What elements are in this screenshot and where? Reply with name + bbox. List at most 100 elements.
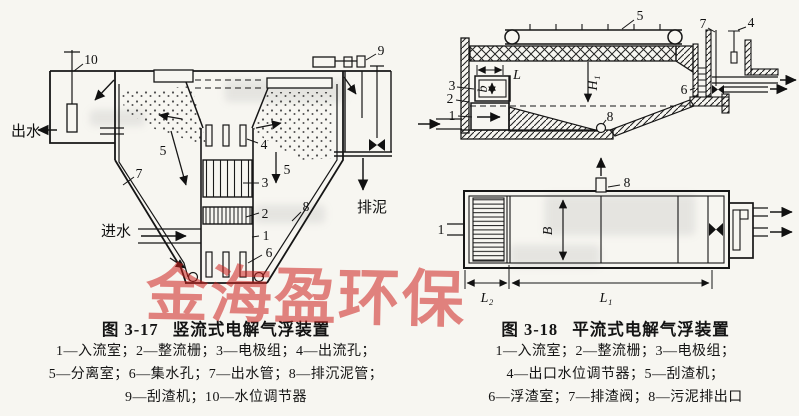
- label-outlet-water: 出水: [11, 123, 41, 140]
- leader-5: [621, 19, 635, 30]
- dim-L: L: [512, 68, 521, 83]
- outlet-stub-upper: [753, 207, 768, 217]
- dim-ticks: [476, 65, 504, 75]
- leader-9: [365, 53, 377, 61]
- part-5: 5: [637, 8, 644, 23]
- skimmer-motor: [312, 56, 336, 68]
- inlet-pipe: [138, 228, 201, 244]
- fig317-vertical-flow-diagram: 出水 进水 排泥 10 9 5 5 7 8 4 3 2 1 6: [11, 43, 392, 284]
- plan-valve-icon: [716, 223, 723, 236]
- outlet-pipe-lower: [724, 86, 768, 93]
- leader-lines: [122, 138, 302, 264]
- outlet-box: [728, 202, 754, 259]
- fig317-legend-line: 1—入流室；2—整流栅；3—电极组；4—出流孔；: [56, 344, 376, 359]
- dim-B: B: [541, 226, 556, 235]
- label-inlet-water: 进水: [101, 223, 131, 240]
- scum-trough-left: [153, 69, 194, 83]
- collector-pipe-port: [187, 271, 199, 283]
- water-level-dashed: [195, 79, 265, 89]
- tank-left-wall: [460, 37, 470, 134]
- outlet-box-weir: [732, 209, 741, 251]
- dim-L2: L₂: [480, 291, 494, 306]
- part-2: 2: [447, 91, 454, 106]
- fig318-caption-name: 平流式电解气浮装置: [572, 320, 730, 339]
- skimmer-part: [343, 56, 353, 68]
- part-6: 6: [681, 82, 688, 97]
- water-collection-hole: [239, 251, 247, 278]
- electrode-stack: [202, 159, 253, 198]
- sloped-deflector: [508, 106, 600, 132]
- part-5: 5: [160, 143, 167, 158]
- level-regulator-stem: [728, 30, 740, 52]
- outlet-box: [49, 71, 115, 144]
- flow-arrow: [158, 112, 183, 122]
- part-4: 4: [261, 137, 268, 152]
- fig318-legend-line: 1—入流室；2—整流栅；3—电极组；: [495, 344, 736, 359]
- collector-pipe-port: [253, 271, 265, 283]
- leader-10: [73, 63, 84, 72]
- scum-chamber-wall: [705, 29, 712, 97]
- electrode-box-inner: [478, 79, 507, 98]
- plan-inlet-stub: [447, 223, 464, 236]
- scum-trough-right: [266, 77, 333, 89]
- watermark-text: 金海盈环保: [145, 260, 467, 336]
- part-1: 1: [438, 222, 445, 237]
- valve-stem-top: [370, 65, 384, 74]
- part-8: 8: [303, 199, 310, 214]
- part-8: 8: [607, 109, 614, 124]
- part-6: 6: [266, 245, 273, 260]
- plan-valve-icon: [709, 223, 716, 236]
- part-1: 1: [449, 108, 456, 123]
- level-regulator-float: [66, 103, 78, 133]
- outflow-hole: [222, 124, 230, 147]
- figures-canvas: 出水 进水 排泥 10 9 5 5 7 8 4 3 2 1 6: [11, 8, 797, 306]
- fig318-legend-line: 4—出口水位调节器；5—刮渣机；: [506, 367, 725, 382]
- fig317-legend-line: 5—分离室；6—集水孔；7—出水管；8—排沉泥管；: [48, 367, 384, 382]
- fig318-side-view: 5 7 4 3 2 1 6 8 L b H₁: [418, 8, 797, 140]
- outlet-pipe-stub: [100, 127, 124, 135]
- electrode-box-outer: [474, 75, 511, 102]
- part-5: 5: [284, 162, 291, 177]
- leader-lines: [455, 26, 747, 118]
- outlet-box-part: [739, 209, 749, 220]
- leader-8: [607, 184, 621, 188]
- fig318-caption-number: 图 3-18: [501, 320, 559, 339]
- water-collection-hole: [222, 251, 230, 278]
- level-regulator-stem: [64, 50, 80, 104]
- inlet-pipe: [436, 118, 462, 130]
- conveyor-pulley: [667, 29, 683, 45]
- scum-layer-band: [469, 45, 677, 62]
- outlet-stub-lower: [753, 227, 768, 237]
- part-1: 1: [263, 228, 270, 243]
- discharge-channel: [344, 71, 392, 152]
- drain-valve-icon: [718, 85, 724, 94]
- water-collection-hole: [205, 251, 213, 278]
- fig318-caption-block: 图 3-18 平流式电解气浮装置 1—入流室；2—整流栅；3—电极组； 4—出口水…: [432, 316, 799, 409]
- part-3: 3: [262, 175, 269, 190]
- outlet-weir-wall: [744, 39, 752, 76]
- funnel-walls: [185, 81, 269, 129]
- sloped-bottom: [608, 99, 695, 137]
- scraper-conveyor: [505, 29, 682, 45]
- part-7: 7: [700, 16, 707, 31]
- fig317-caption-number: 图 3-17: [101, 320, 159, 339]
- sludge-valve-icon: [369, 139, 377, 151]
- part-9: 9: [378, 43, 385, 58]
- skimmer-part: [356, 55, 366, 68]
- sludge-pipe-8-outer: [266, 71, 344, 284]
- outlet-pipe-7-inner: [118, 84, 189, 278]
- column-walls: [200, 128, 254, 283]
- dim-b: b: [476, 86, 491, 93]
- part-8: 8: [624, 175, 631, 190]
- part-2: 2: [262, 206, 269, 221]
- fig318-caption-title: 图 3-18 平流式电解气浮装置: [432, 316, 799, 340]
- outlet-pipe-upper: [712, 76, 778, 84]
- sludge-valve-icon: [377, 139, 385, 151]
- flow-straightening-grid: [202, 206, 253, 225]
- bleedthrough-ghost: [510, 245, 600, 267]
- dim-L1: L₁: [599, 291, 613, 306]
- fig317-legend-line: 9—刮渣机；10—水位调节器: [125, 390, 307, 405]
- sludge-pipe-8-inner: [261, 84, 338, 278]
